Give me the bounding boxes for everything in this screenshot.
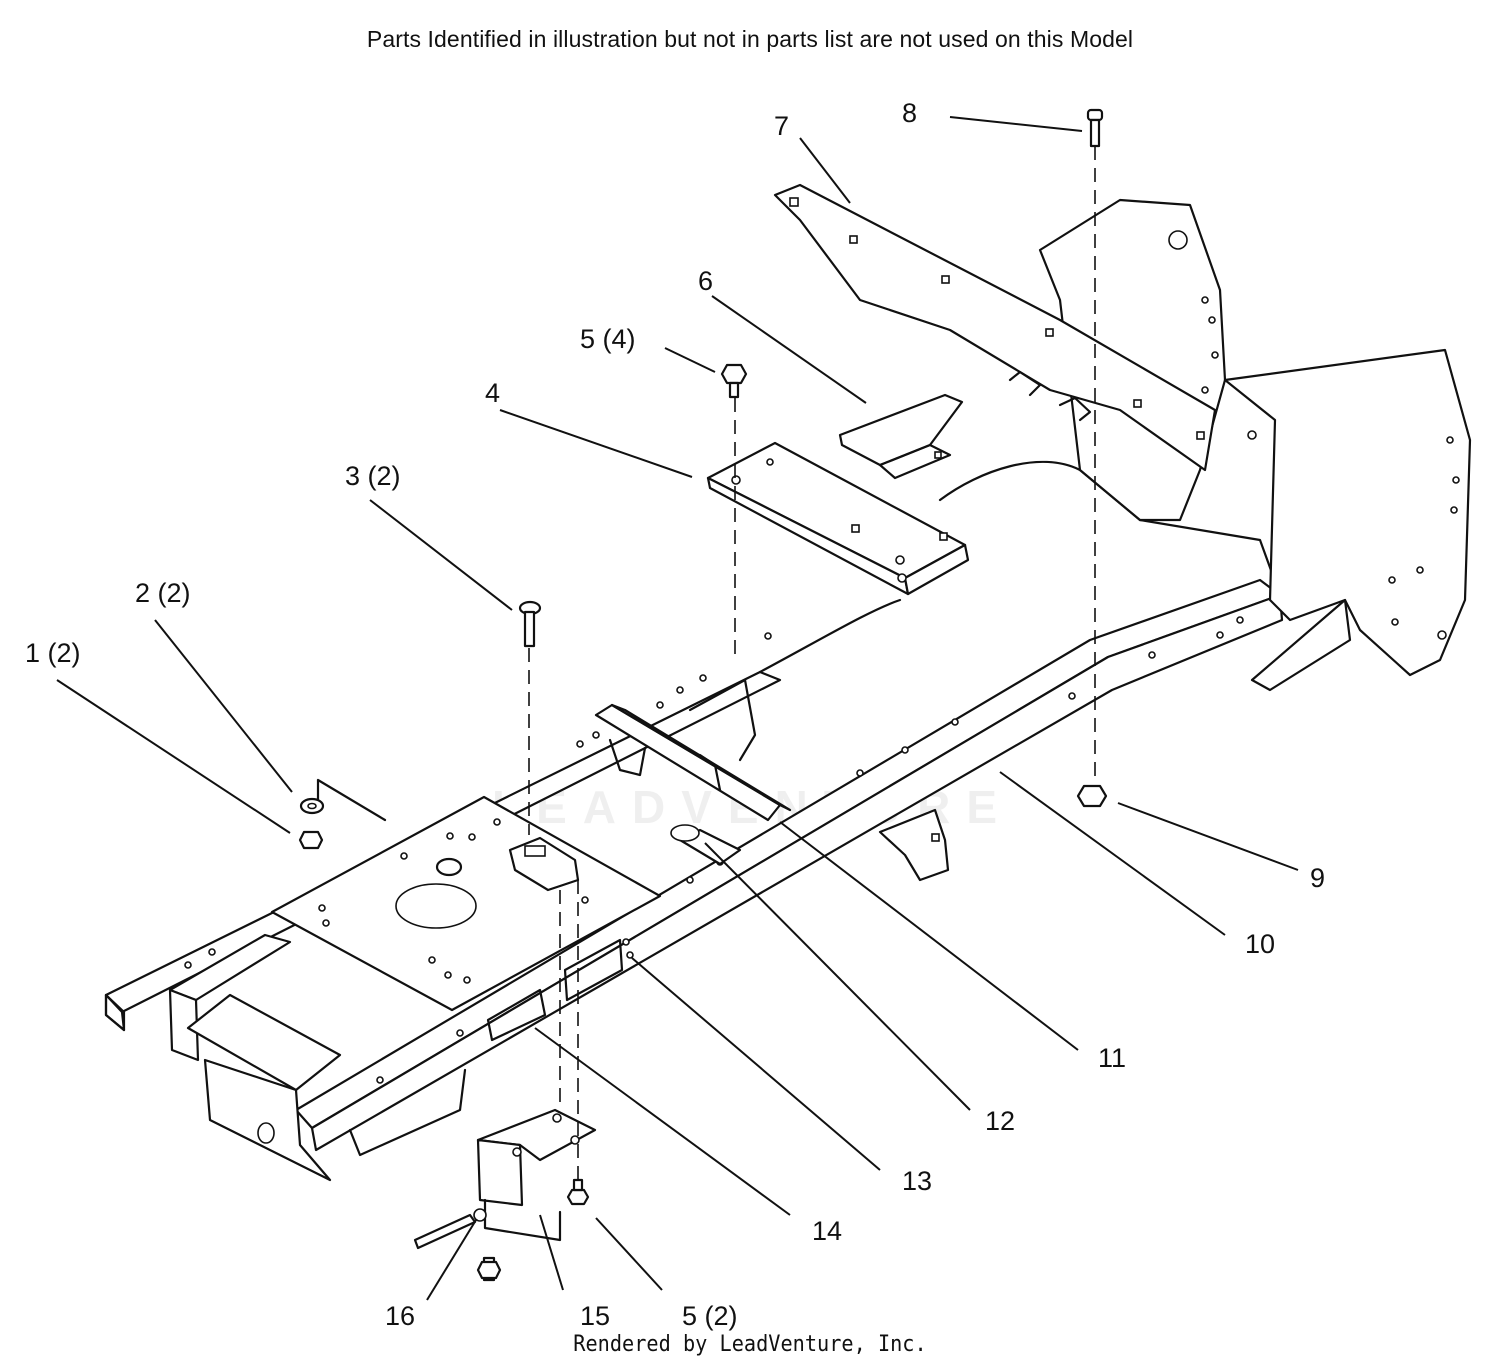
fastener-16-bolt — [476, 1260, 502, 1280]
callout-15: 15 — [580, 1301, 610, 1331]
leader-lines — [56, 116, 1299, 1301]
assembly-lines — [316, 146, 1096, 1180]
part-13-bracket — [878, 808, 950, 882]
callout-13: 13 — [902, 1166, 932, 1196]
fastener-3-carriage-bolt — [518, 600, 542, 648]
callout-10: 10 — [1245, 929, 1275, 959]
bushing — [435, 857, 463, 877]
callout-11: 11 — [1098, 1043, 1126, 1073]
fastener-9-nut — [1076, 784, 1108, 808]
render-credit: Rendered by LeadVenture, Inc. — [573, 1332, 927, 1357]
callout-5-top: 5 (4) — [580, 324, 636, 354]
callout-3: 3 (2) — [345, 461, 401, 491]
part-6-plate — [838, 393, 964, 480]
callout-9: 9 — [1310, 863, 1325, 893]
fastener-1-nut — [298, 830, 324, 850]
callout-5-bottom: 5 (2) — [682, 1301, 738, 1331]
part-7-bracket — [773, 183, 1217, 472]
fastener-5-bolt-top — [720, 363, 748, 399]
callout-4: 4 — [485, 378, 500, 408]
callout-labels: 1 (2) 2 (2) 3 (2) 4 5 (4) 6 7 8 9 10 11 … — [25, 98, 1325, 1331]
callout-16: 16 — [385, 1301, 415, 1331]
part-11-pivot-bracket — [594, 678, 792, 822]
callout-14: 14 — [812, 1216, 842, 1246]
part-4-bracket — [706, 441, 970, 596]
callout-12: 12 — [985, 1106, 1015, 1136]
part-15-mount — [476, 1108, 597, 1242]
fastener-5-bolt-bottom — [566, 1178, 590, 1206]
callout-7: 7 — [774, 111, 789, 141]
callout-1: 1 (2) — [25, 638, 81, 668]
parts-note: Parts Identified in illustration but not… — [366, 26, 1134, 52]
callout-2: 2 (2) — [135, 578, 191, 608]
main-frame — [104, 198, 1472, 1182]
fastener-8-bolt — [1086, 108, 1104, 148]
fastener-2-washer — [299, 797, 325, 815]
callout-8: 8 — [902, 98, 917, 128]
callout-6: 6 — [698, 266, 713, 296]
